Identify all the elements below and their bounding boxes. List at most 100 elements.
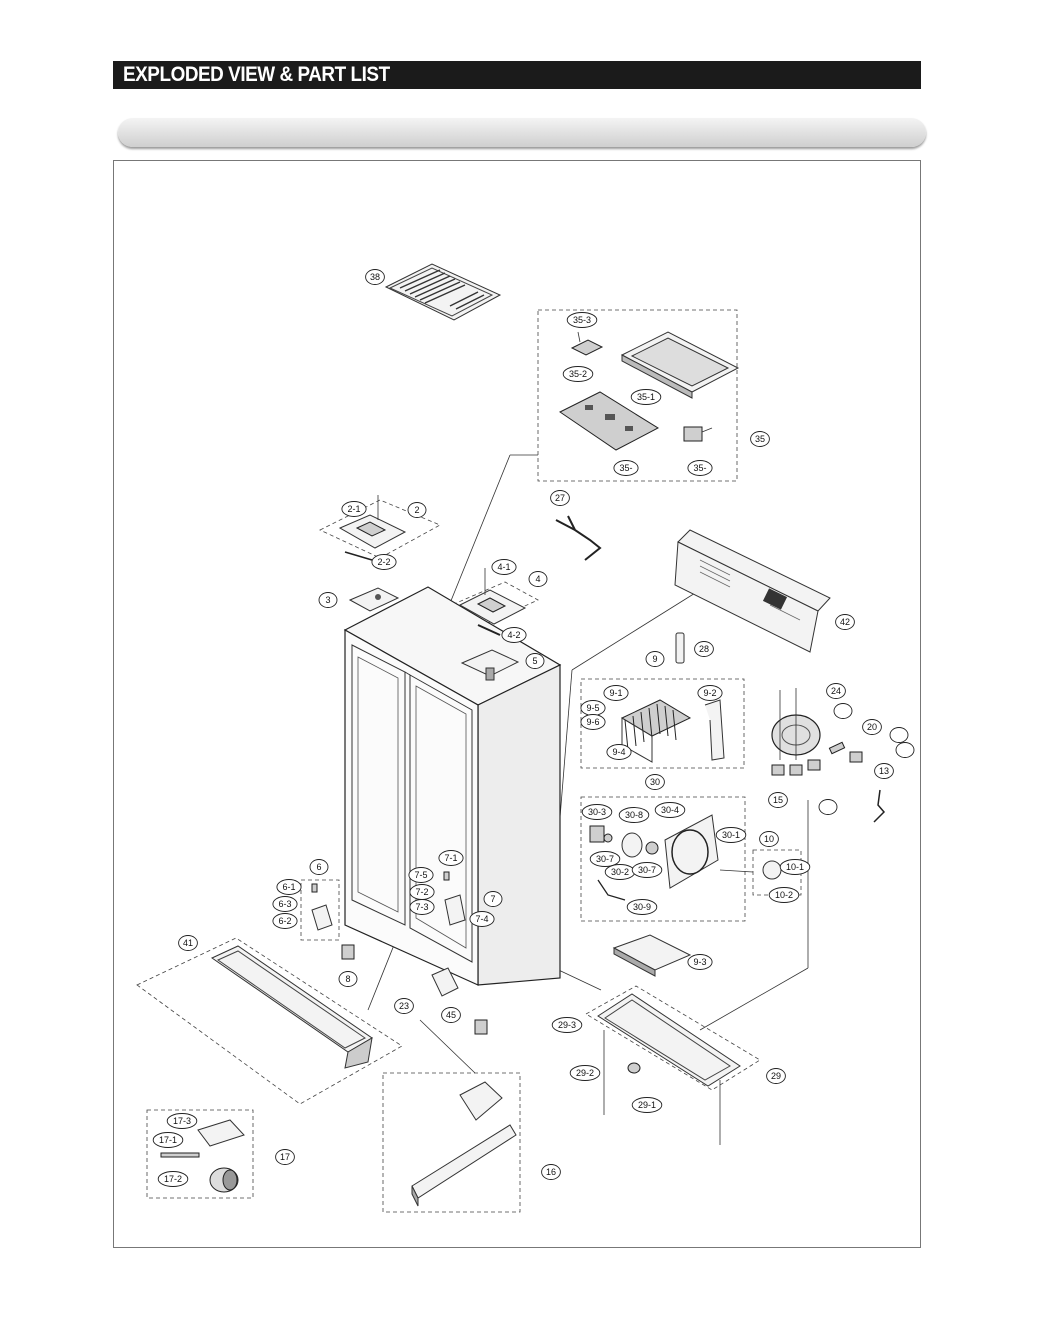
callout-30-2: 30-2 [605, 865, 635, 880]
callout-41: 41 [179, 936, 198, 951]
callout-label: 30-9 [633, 902, 651, 912]
callout-label: 7-3 [415, 902, 428, 912]
callout-30-3: 30-3 [582, 805, 612, 820]
callout-label: 29 [771, 1071, 781, 1081]
callout-2: 2 [408, 503, 426, 518]
callout-4: 4 [529, 572, 547, 587]
callout-9-1: 9-1 [604, 686, 628, 701]
callout-20: 20 [863, 720, 882, 735]
callout-label: 10-1 [786, 862, 804, 872]
callout-label: 7-1 [444, 853, 457, 863]
callout-6-3: 6-3 [273, 897, 297, 912]
callout-30-9: 30-9 [627, 900, 657, 915]
callout-label: 6 [316, 862, 321, 872]
callout-label: 17-3 [173, 1116, 191, 1126]
cabinet [345, 587, 560, 985]
callout-7-1: 7-1 [439, 851, 463, 866]
callout-label: 5 [532, 656, 537, 666]
callout-label: 17-1 [159, 1135, 177, 1145]
callout-9-5: 9-5 [581, 701, 605, 716]
callout-label: 3 [325, 595, 330, 605]
callout-label: 20 [867, 722, 877, 732]
callout-45: 45 [442, 1008, 461, 1023]
callout-4-1: 4-1 [492, 560, 516, 575]
callout-6-2: 6-2 [273, 914, 297, 929]
callout-30-8: 30-8 [619, 808, 649, 823]
part-27-bracket [556, 516, 600, 560]
callout-35: 35 [751, 432, 770, 447]
callout-9-3: 9-3 [688, 955, 712, 970]
callout-29: 29 [767, 1069, 786, 1084]
callout-label: 9-1 [609, 688, 622, 698]
callout-blank-1 [834, 704, 852, 719]
callout-23: 23 [395, 999, 414, 1014]
callout-27: 27 [551, 491, 570, 506]
callout-label: 42 [840, 617, 850, 627]
callout-blank-2 [890, 728, 908, 743]
callout-label: 30-3 [588, 807, 606, 817]
callout-label: 2-2 [377, 557, 390, 567]
part-6-hinge [312, 884, 332, 930]
callout-35-a: 35- [614, 461, 638, 476]
callout-label: 4-2 [507, 630, 520, 640]
callout-2-2: 2-2 [372, 555, 396, 570]
assembly-box-41 [137, 938, 402, 1104]
callout-9-4: 9-4 [607, 745, 631, 760]
callout-label: 30-2 [611, 867, 629, 877]
callout-blank-4 [819, 800, 837, 815]
callout-29-2: 29-2 [570, 1066, 600, 1081]
callout-label: 38 [370, 272, 380, 282]
callout-10: 10 [760, 832, 779, 847]
callout-5: 5 [526, 654, 544, 669]
callout-3: 3 [319, 593, 337, 608]
callout-10-1: 10-1 [780, 860, 810, 875]
callout-label: 30 [650, 777, 660, 787]
callout-label: 4 [535, 574, 540, 584]
callout-label: 9-6 [586, 717, 599, 727]
callout-label: 9-4 [612, 747, 625, 757]
part-16-trim [412, 1082, 516, 1206]
callout-label: 2 [414, 505, 419, 515]
callout-38: 38 [366, 270, 385, 285]
callout-label: 6-2 [278, 916, 291, 926]
callout-35-3: 35-3 [567, 313, 597, 328]
part-29-base-plate [598, 994, 740, 1145]
callout-42: 42 [836, 615, 855, 630]
callout-17-3: 17-3 [167, 1114, 197, 1129]
callout-label: 8 [345, 974, 350, 984]
callout-6-1: 6-1 [277, 880, 301, 895]
callout-label: 9 [652, 654, 657, 664]
callout-label: 10 [764, 834, 774, 844]
part-28-tube [676, 633, 684, 663]
callout-label: 28 [699, 644, 709, 654]
callout-label: 29-2 [576, 1068, 594, 1078]
callout-29-3: 29-3 [552, 1018, 582, 1033]
part-38-tray [386, 264, 500, 320]
part-35-3-sensor [572, 332, 602, 355]
callout-17: 17 [276, 1150, 295, 1165]
callout-label: 30-7 [596, 854, 614, 864]
callout-label: 10-2 [775, 890, 793, 900]
callout-label: 35- [693, 463, 706, 473]
callout-13: 13 [875, 764, 894, 779]
callout-28: 28 [695, 642, 714, 657]
callout-30-4: 30-4 [655, 803, 685, 818]
callout-30-7b: 30-7 [632, 863, 662, 878]
callout-35-1: 35-1 [631, 390, 661, 405]
callout-label: 41 [183, 938, 193, 948]
callout-29-1: 29-1 [632, 1098, 662, 1113]
callout-30: 30 [646, 775, 665, 790]
callout-label: 13 [879, 766, 889, 776]
callout-17-2: 17-2 [158, 1172, 188, 1187]
callout-circle [890, 728, 908, 743]
callout-35-2: 35-2 [563, 367, 593, 382]
callout-label: 29-1 [638, 1100, 656, 1110]
callout-circle [819, 800, 837, 815]
part-42-back-cover [675, 530, 830, 652]
callout-7-5: 7-5 [409, 868, 433, 883]
callout-label: 24 [831, 686, 841, 696]
callout-label: 4-1 [497, 562, 510, 572]
callout-label: 6-1 [282, 882, 295, 892]
callout-24: 24 [827, 684, 846, 699]
callout-label: 7-5 [414, 870, 427, 880]
